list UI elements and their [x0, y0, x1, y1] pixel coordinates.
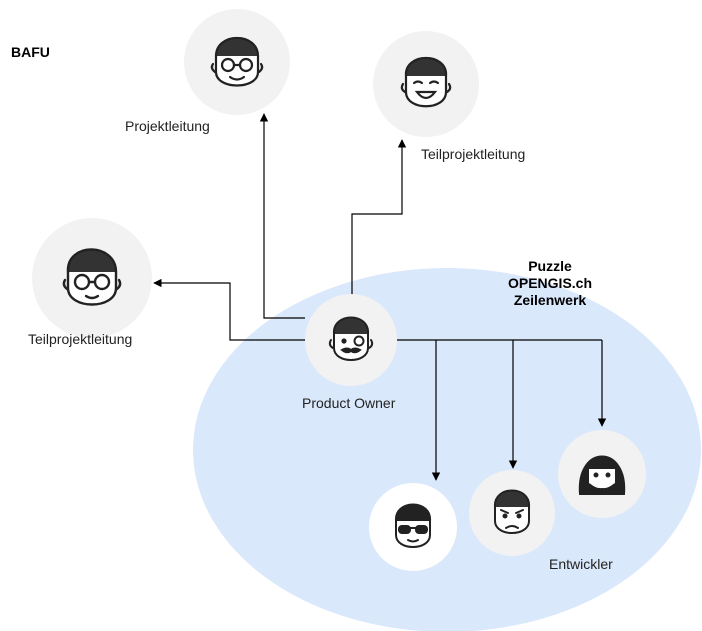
client-org-label: BAFU	[11, 44, 50, 60]
contractor-zeilenwerk: Zeilenwerk	[513, 292, 587, 308]
teilprojektleitung-right-label: Teilprojektleitung	[421, 146, 526, 162]
teilprojektleitung-left-avatar-icon	[32, 218, 152, 338]
developer-3-avatar-icon	[558, 430, 646, 518]
product-owner-avatar-icon	[305, 294, 397, 386]
connector-to-teilprojektleitung-right	[351, 139, 407, 295]
connector-to-teilprojektleitung-left	[153, 278, 305, 341]
developer-1-avatar-icon	[369, 483, 457, 571]
teilprojektleitung-left-label: Teilprojektleitung	[28, 331, 133, 347]
developer-2-avatar-icon	[469, 470, 555, 556]
connectors	[153, 113, 607, 481]
connector-to-projektleitung	[259, 113, 305, 319]
projektleitung-label: Projektleitung	[125, 118, 210, 134]
projektleitung-avatar-icon	[184, 9, 290, 115]
product-owner-label: Product Owner	[302, 395, 396, 411]
contractor-opengis: OPENGIS.ch	[507, 275, 593, 291]
entwickler-label: Entwickler	[549, 556, 613, 572]
teilprojektleitung-right-avatar-icon	[373, 31, 479, 137]
contractor-puzzle: Puzzle	[528, 258, 572, 274]
contractor-org-labels: Puzzle OPENGIS.ch Zeilenwerk	[470, 258, 630, 309]
